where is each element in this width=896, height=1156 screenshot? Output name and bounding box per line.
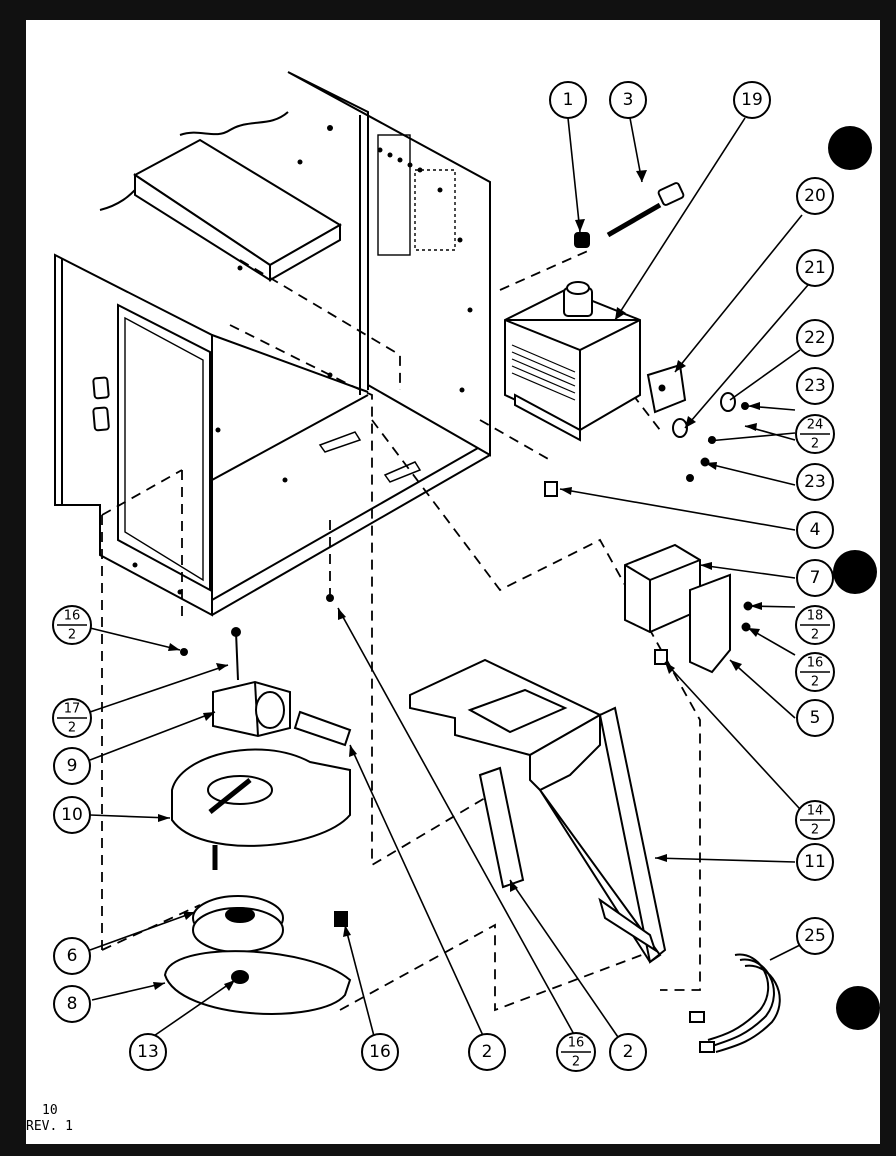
svg-text:2: 2 — [68, 721, 76, 736]
callout-1: 1 — [549, 81, 587, 119]
svg-text:22: 22 — [804, 328, 826, 348]
svg-text:5: 5 — [810, 708, 821, 728]
magnetron — [504, 281, 641, 442]
fraction-callout-24-2: 242 — [795, 414, 835, 454]
svg-text:13: 13 — [137, 1042, 159, 1062]
svg-text:16: 16 — [369, 1042, 391, 1062]
svg-text:16: 16 — [64, 609, 81, 624]
blower-housing — [171, 748, 351, 870]
callout-7: 7 — [796, 559, 834, 597]
svg-text:2: 2 — [572, 1055, 580, 1070]
loose-fasteners — [180, 594, 334, 656]
callout-11: 11 — [796, 843, 834, 881]
svg-text:2: 2 — [68, 628, 76, 643]
fraction-callout-16-2-left: 162 — [52, 605, 92, 645]
fan-motor — [212, 627, 352, 747]
fraction-callout-16-2-bottom: 162 — [556, 1032, 596, 1072]
callout-20: 20 — [796, 177, 834, 215]
callout-2-left: 2 — [468, 1033, 506, 1071]
callout-23-upper: 23 — [796, 367, 834, 405]
callout-3: 3 — [609, 81, 647, 119]
callout-9: 9 — [53, 747, 91, 785]
callout-4: 4 — [796, 511, 834, 549]
callout-22: 22 — [796, 319, 834, 357]
svg-text:25: 25 — [804, 926, 826, 946]
binder-hole-top — [828, 126, 872, 170]
air-duct — [409, 658, 667, 964]
callout-6: 6 — [53, 937, 91, 975]
callout-8: 8 — [53, 985, 91, 1023]
blower-plate — [163, 911, 352, 1015]
callout-21: 21 — [796, 249, 834, 287]
svg-text:10: 10 — [61, 805, 83, 825]
cabinet-chassis — [54, 71, 491, 617]
svg-text:23: 23 — [804, 376, 826, 396]
svg-text:24: 24 — [807, 418, 824, 433]
callout-23-lower: 23 — [796, 463, 834, 501]
svg-text:3: 3 — [623, 90, 634, 110]
svg-text:16: 16 — [807, 656, 824, 671]
svg-text:4: 4 — [810, 520, 821, 540]
wire-harness — [689, 953, 781, 1053]
svg-text:1: 1 — [563, 90, 574, 110]
svg-text:20: 20 — [804, 186, 826, 206]
callout-5: 5 — [796, 699, 834, 737]
svg-text:9: 9 — [67, 756, 78, 776]
svg-text:11: 11 — [804, 852, 826, 872]
svg-text:2: 2 — [811, 628, 819, 643]
fraction-callout-16-2-right: 162 — [795, 652, 835, 692]
leader-arrowheads — [153, 170, 762, 991]
svg-text:2: 2 — [811, 823, 819, 838]
binder-hole-bottom — [836, 986, 880, 1030]
fraction-callout-18-2: 182 — [795, 605, 835, 645]
callout-balloons: 1 3 19 20 21 22 23 23 4 7 5 11 25 9 10 6… — [53, 81, 834, 1071]
svg-text:2: 2 — [811, 675, 819, 690]
svg-text:2: 2 — [811, 437, 819, 452]
control-bracket-and-board — [624, 543, 753, 674]
leader-lines — [89, 117, 811, 1041]
callout-25: 25 — [796, 917, 834, 955]
svg-text:2: 2 — [482, 1042, 493, 1062]
magnetron-accessories — [544, 182, 749, 497]
callout-16: 16 — [361, 1033, 399, 1071]
callout-10: 10 — [53, 796, 91, 834]
fraction-callout-14-2: 142 — [795, 800, 835, 840]
svg-text:7: 7 — [810, 568, 821, 588]
fraction-callouts: 242 182 162 142 162 172 162 — [52, 414, 835, 1072]
svg-text:19: 19 — [741, 90, 763, 110]
revision-label: REV. 1 — [26, 1119, 73, 1134]
svg-text:14: 14 — [807, 804, 824, 819]
svg-text:16: 16 — [568, 1036, 585, 1051]
svg-text:18: 18 — [807, 609, 824, 624]
svg-text:2: 2 — [623, 1042, 634, 1062]
callout-13: 13 — [129, 1033, 167, 1071]
binder-hole-middle — [833, 550, 877, 594]
svg-text:21: 21 — [804, 258, 826, 278]
svg-text:17: 17 — [64, 702, 81, 717]
cabinet-fastener-dots — [132, 125, 473, 595]
svg-text:23: 23 — [804, 472, 826, 492]
item-1-nut — [574, 232, 590, 248]
blower-wheel — [192, 895, 284, 953]
callout-19: 19 — [733, 81, 771, 119]
fraction-callout-17-2: 172 — [52, 698, 92, 738]
callout-2-right: 2 — [609, 1033, 647, 1071]
svg-text:6: 6 — [67, 946, 78, 966]
page-number: 10 — [42, 1103, 58, 1118]
svg-text:8: 8 — [67, 994, 78, 1014]
